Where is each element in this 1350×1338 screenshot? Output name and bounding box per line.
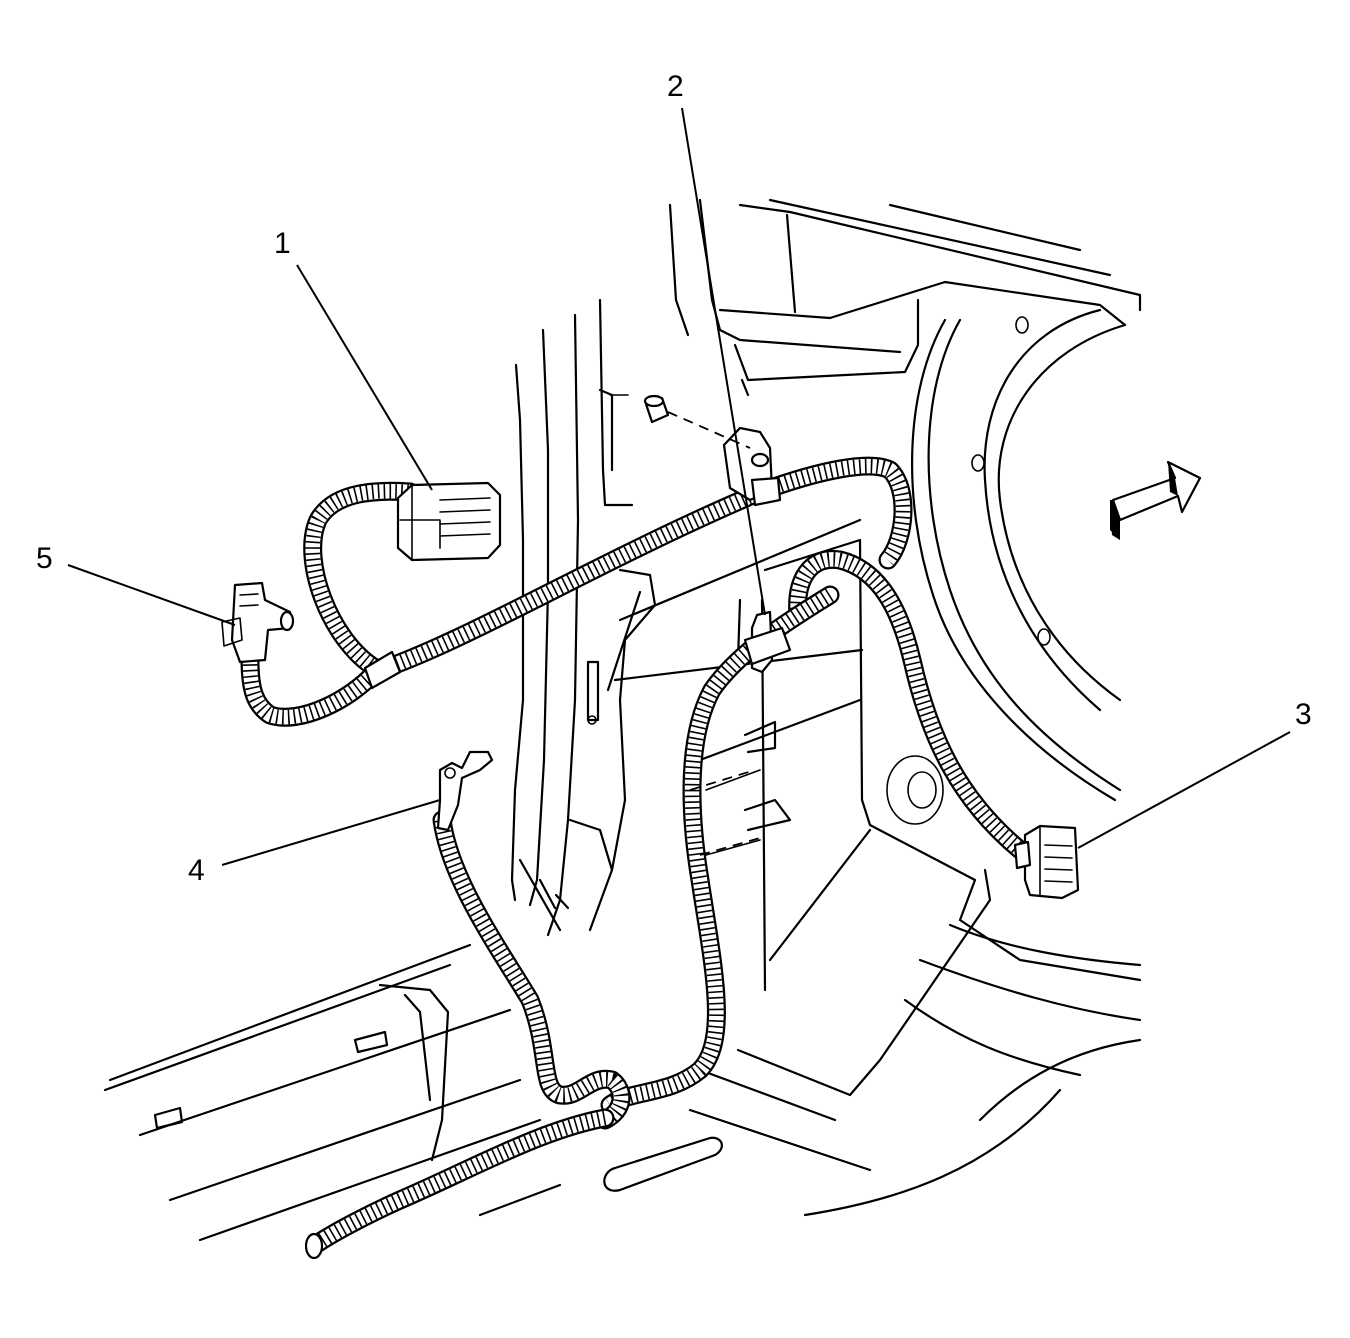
callout-labels: 1 2 3 4 5 — [36, 70, 1312, 887]
callout-1: 1 — [274, 227, 291, 260]
vehicle-body-structure — [103, 198, 1142, 1242]
harness-branch-connector-5 — [240, 650, 385, 727]
retainer-clip-2 — [722, 426, 792, 674]
harness-floor-run — [305, 1108, 615, 1255]
connector-5-sensor — [221, 581, 295, 664]
harness-branch-connector-1 — [303, 481, 420, 678]
connector-1 — [396, 481, 502, 562]
callout-3: 3 — [1295, 698, 1312, 731]
callout-4: 4 — [188, 854, 205, 887]
harness-down-run — [600, 585, 840, 1115]
wiring-harness — [240, 456, 1030, 1260]
ground-terminal-4 — [436, 750, 494, 832]
harness-branch-connector-3 — [788, 549, 1030, 860]
callout-5: 5 — [36, 542, 53, 575]
front-direction-arrow-icon — [1110, 460, 1202, 540]
connector-3 — [1013, 824, 1080, 900]
callout-leaders — [67, 107, 1291, 866]
callout-2: 2 — [667, 70, 684, 103]
harness-branch-ground-4 — [432, 810, 631, 1130]
